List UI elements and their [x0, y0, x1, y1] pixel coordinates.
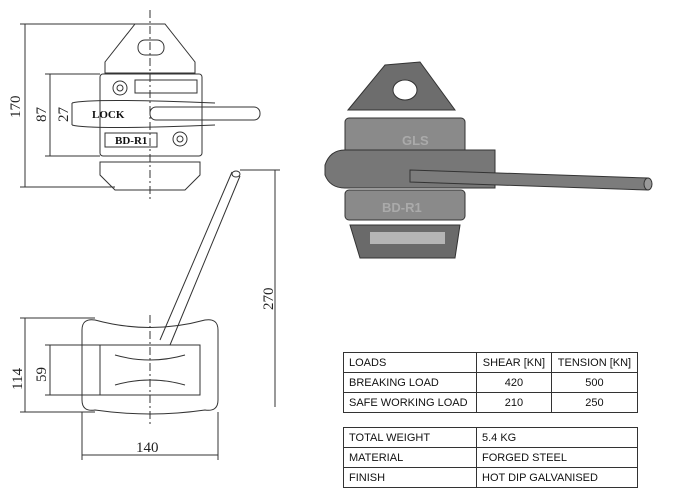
table-row: SAFE WORKING LOAD 210 250 [343, 392, 639, 413]
row-label: MATERIAL [343, 447, 477, 468]
table-row: TOTAL WEIGHT 5.4 KG [343, 427, 638, 448]
photo-marking-model: BD-R1 [382, 200, 422, 215]
front-view [20, 10, 261, 200]
dimension-270: 270 [261, 288, 277, 311]
dimension-140: 140 [136, 440, 159, 456]
dimension-87: 87 [34, 107, 50, 123]
row-value: FORGED STEEL [476, 447, 638, 468]
header-tension: TENSION [KN] [550, 352, 639, 373]
product-photo: GLS BD-R1 [324, 61, 653, 259]
dimension-114: 114 [10, 368, 26, 390]
tension-value: 500 [550, 372, 639, 393]
row-label: SAFE WORKING LOAD [343, 392, 477, 413]
row-value: HOT DIP GALVANISED [476, 467, 638, 488]
dimension-59: 59 [34, 367, 50, 382]
shear-value: 420 [476, 372, 552, 393]
row-label: BREAKING LOAD [343, 372, 477, 393]
header-loads: LOADS [343, 352, 477, 373]
table-row: MATERIAL FORGED STEEL [343, 447, 638, 468]
loads-table: LOADS SHEAR [KN] TENSION [KN] BREAKING L… [343, 352, 639, 413]
dimension-170: 170 [8, 96, 24, 119]
model-label: BD-R1 [115, 135, 147, 147]
plan-view [20, 169, 280, 460]
tension-value: 250 [550, 392, 639, 413]
lock-label: LOCK [92, 109, 125, 121]
table-row: FINISH HOT DIP GALVANISED [343, 467, 638, 488]
row-value: 5.4 KG [476, 427, 638, 448]
properties-table: TOTAL WEIGHT 5.4 KG MATERIAL FORGED STEE… [343, 427, 638, 488]
dimension-27: 27 [56, 107, 72, 123]
row-label: FINISH [343, 467, 477, 488]
header-shear: SHEAR [KN] [476, 352, 552, 373]
photo-marking-gls: GLS [402, 133, 429, 148]
table-header-row: LOADS SHEAR [KN] TENSION [KN] [343, 352, 639, 373]
row-label: TOTAL WEIGHT [343, 427, 477, 448]
shear-value: 210 [476, 392, 552, 413]
table-row: BREAKING LOAD 420 500 [343, 372, 639, 393]
